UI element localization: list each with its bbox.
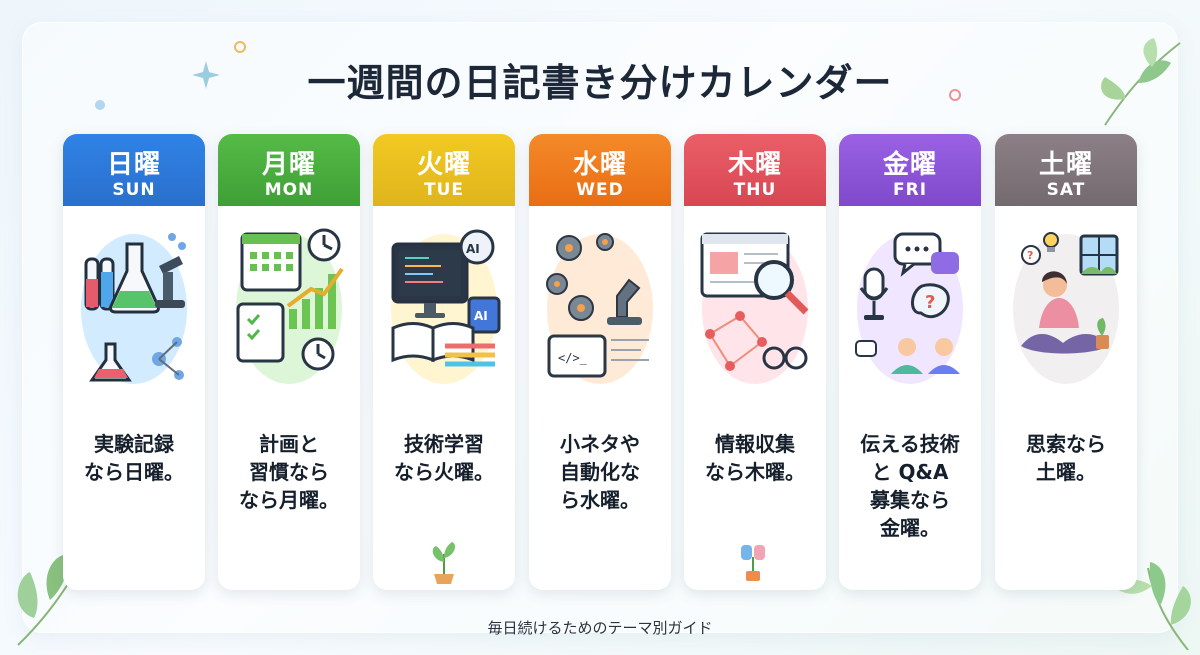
day-card-wed: 水曜 WED </>_ 小ネタや [529, 134, 671, 590]
day-caption: 思索なら 土曜。 [1026, 432, 1106, 484]
page-title: 一週間の日記書き分けカレンダー [307, 61, 893, 105]
day-card-tue: 火曜 TUE AI AI 技術学習 なら火曜 [373, 134, 515, 590]
day-card-thu: 木曜 THU 情報収集 [684, 134, 826, 590]
day-card-sat: 土曜 SAT ? 思索なら 土曜。 [995, 134, 1137, 590]
day-header: 火曜 TUE [373, 134, 515, 206]
day-name-jp: 月曜 [261, 150, 316, 180]
day-header: 月曜 MON [218, 134, 360, 206]
day-header: 水曜 WED [529, 134, 671, 206]
leaf-decoration-bottom-right [1115, 562, 1191, 650]
day-card-sun: 日曜 SUN 実験記録 なら日曜。 [63, 134, 205, 590]
svg-text:?: ? [1027, 249, 1033, 262]
sparkle-icon [192, 61, 220, 89]
day-name-en: THU [733, 180, 777, 200]
communication-qa-icon: ? [847, 224, 973, 394]
day-header: 土曜 SAT [995, 134, 1137, 206]
day-name-jp: 土曜 [1038, 150, 1093, 180]
day-name-en: SAT [1046, 180, 1086, 200]
day-header: 日曜 SUN [63, 134, 205, 206]
plant-icon [741, 545, 765, 581]
leaf-decoration-top-right [1101, 38, 1181, 126]
dot-decoration [234, 41, 246, 53]
day-header: 木曜 THU [684, 134, 826, 206]
day-name-jp: 火曜 [416, 150, 471, 180]
day-caption: 情報収集 なら木曜。 [705, 432, 805, 484]
svg-text:</>_: </>_ [558, 351, 588, 365]
day-caption: 実験記録 なら日曜。 [84, 432, 184, 484]
day-name-en: MON [264, 180, 314, 200]
page-footer: 毎日続けるためのテーマ別ガイド [487, 619, 713, 637]
meditation-thinking-icon: ? [1003, 224, 1129, 394]
tech-ai-book-icon: AI AI [381, 224, 507, 394]
day-name-jp: 木曜 [727, 150, 782, 180]
day-name-en: WED [576, 180, 624, 200]
day-caption: 技術学習 なら火曜。 [394, 432, 494, 484]
automation-gear-icon: </>_ [537, 224, 663, 394]
dot-decoration [95, 100, 105, 110]
day-caption: 計画と 習慣なら なら月曜。 [239, 432, 339, 512]
day-caption: 小ネタや 自動化な ら水曜。 [560, 432, 640, 512]
day-card-fri: 金曜 FRI ? 伝える技術 と Q&A 募集なら 金曜。 [839, 134, 981, 590]
day-name-jp: 水曜 [572, 150, 627, 180]
day-caption: 伝える技術 と Q&A 募集なら 金曜。 [860, 432, 960, 540]
science-lab-icon [71, 224, 197, 394]
day-name-en: SUN [112, 180, 156, 200]
day-header: 金曜 FRI [839, 134, 981, 206]
dot-decoration [949, 89, 961, 101]
plant-icon [432, 542, 456, 584]
svg-text:AI: AI [474, 309, 488, 323]
day-name-jp: 日曜 [106, 150, 161, 180]
day-name-en: FRI [892, 180, 928, 200]
day-card-mon: 月曜 MON 計画と 習慣なら [218, 134, 360, 590]
planning-chart-icon [226, 224, 352, 394]
day-name-en: TUE [423, 180, 464, 200]
day-name-jp: 金曜 [882, 150, 937, 180]
svg-text:AI: AI [466, 242, 480, 256]
svg-text:?: ? [925, 292, 935, 313]
research-magnifier-icon [692, 224, 818, 394]
